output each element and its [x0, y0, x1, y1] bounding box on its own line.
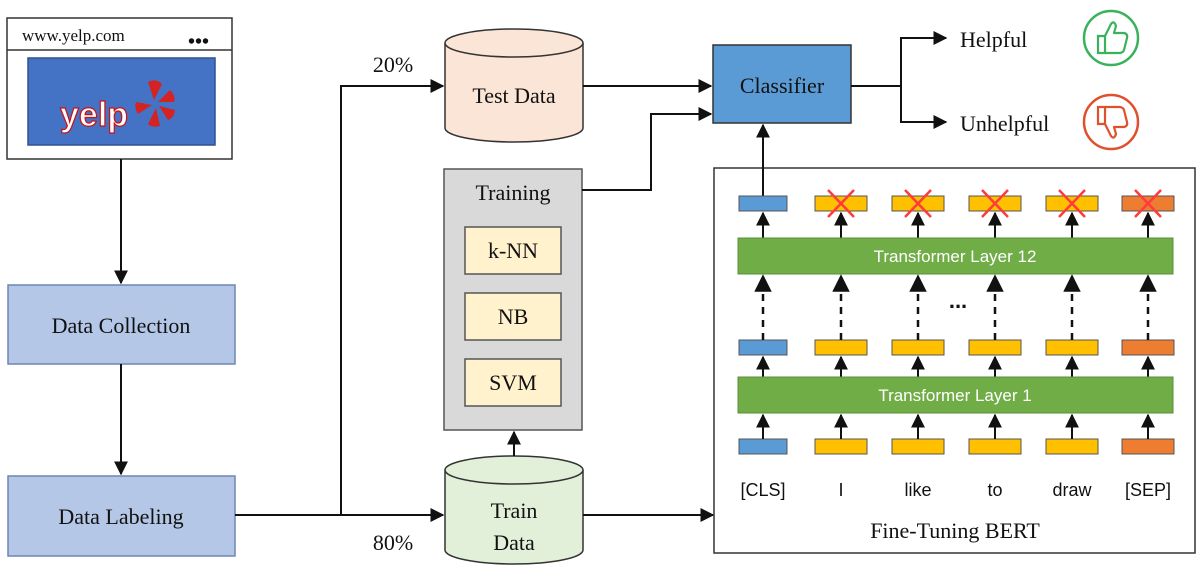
- token-label: [SEP]: [1125, 480, 1171, 500]
- cross-icon: [1058, 189, 1086, 218]
- test-data-cylinder: Test Data: [444, 28, 584, 143]
- token-embedding-input: [738, 438, 788, 455]
- token-embedding-hidden: [1045, 339, 1099, 356]
- token-embedding-input: [891, 438, 945, 455]
- token-embedding-hidden: [891, 339, 945, 356]
- token-embedding-input: [1121, 438, 1175, 455]
- classifier-label: Classifier: [740, 73, 825, 98]
- cross-icon: [827, 189, 855, 218]
- token-label: like: [904, 480, 931, 500]
- cross-icon: [981, 189, 1009, 218]
- training-title: Training: [476, 180, 551, 205]
- token-embedding-output: [738, 195, 788, 212]
- train-split-label: 80%: [373, 530, 413, 555]
- arrow-to-helpful: [851, 31, 948, 87]
- browser-url: www.yelp.com: [22, 26, 125, 45]
- test-data-label: Test Data: [472, 83, 556, 108]
- browser-menu-icon: •••: [188, 31, 209, 53]
- train-data-label-1: Train: [491, 498, 538, 523]
- model-svm-box: [464, 358, 562, 407]
- token-embedding-input: [814, 438, 868, 455]
- token-label: [CLS]: [740, 480, 785, 500]
- data-labeling-label: Data Labeling: [58, 504, 183, 529]
- bert-panel: [713, 167, 1196, 554]
- transformer-layer-1: [737, 376, 1174, 414]
- token-label: draw: [1052, 480, 1092, 500]
- layers-ellipsis: ...: [949, 288, 967, 313]
- model-nb-box: [464, 292, 562, 341]
- output-unhelpful-label: Unhelpful: [960, 111, 1049, 136]
- test-split-label: 20%: [373, 52, 413, 77]
- token-embedding-hidden: [1121, 339, 1175, 356]
- arrow-training-to-classifier: [582, 107, 713, 191]
- transformer-layer-12-label: Transformer Layer 12: [874, 247, 1037, 266]
- transformer-layer-12: [737, 237, 1174, 275]
- browser-window: www.yelp.com ••• yelp: [6, 17, 233, 160]
- train-data-cylinder: Train Data: [444, 455, 584, 565]
- model-knn-label: k-NN: [488, 238, 538, 263]
- token-embedding-input: [1045, 438, 1099, 455]
- token-embedding-hidden: [814, 339, 868, 356]
- train-data-label-2: Data: [493, 530, 535, 555]
- token-embedding-hidden: [738, 339, 788, 356]
- data-collection-label: Data Collection: [52, 313, 191, 338]
- transformer-layer-1-label: Transformer Layer 1: [878, 386, 1031, 405]
- token-label: I: [838, 480, 843, 500]
- yelp-banner: [27, 57, 216, 146]
- thumbs-down-icon: [1082, 93, 1140, 151]
- token-embedding-input: [968, 438, 1022, 455]
- bert-title: Fine-Tuning BERT: [870, 518, 1040, 543]
- token-label: to: [987, 480, 1002, 500]
- model-nb-label: NB: [498, 304, 529, 329]
- classifier-box: [712, 44, 852, 124]
- arrow-to-unhelpful: [900, 86, 948, 129]
- cross-icon: [1134, 189, 1162, 218]
- training-box: Training k-NN NB SVM: [443, 168, 583, 431]
- data-labeling-box: [7, 475, 236, 557]
- model-svm-label: SVM: [489, 370, 537, 395]
- output-helpful-label: Helpful: [960, 27, 1027, 52]
- arrow-to-test-data: [235, 79, 445, 516]
- token-embedding-hidden: [968, 339, 1022, 356]
- yelp-burst-icon: [135, 80, 175, 127]
- data-collection-box: [7, 284, 236, 365]
- thumbs-up-icon: [1082, 9, 1140, 67]
- yelp-logo-text: yelp: [60, 96, 128, 134]
- cross-icon: [904, 189, 932, 218]
- model-knn-box: [464, 226, 562, 275]
